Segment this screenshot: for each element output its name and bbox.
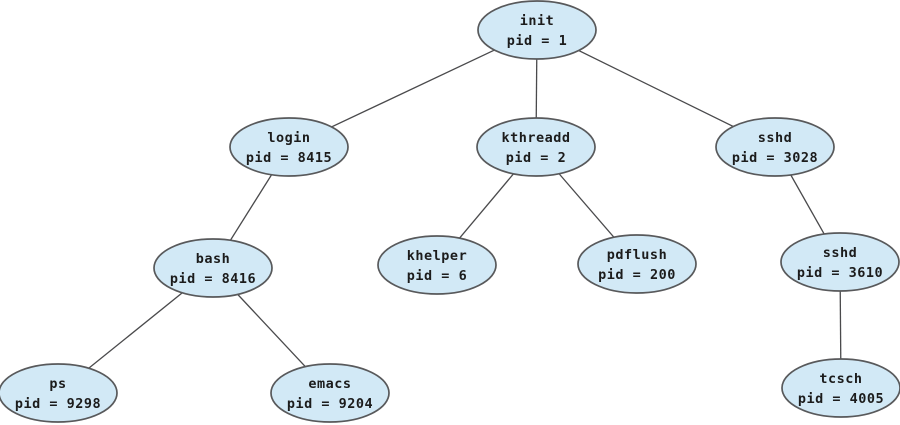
process-pid-label: pid = 9204: [287, 396, 373, 412]
process-node-bash: bash pid = 8416: [153, 238, 273, 298]
node-ellipse-khelper: [377, 235, 497, 295]
edges-layer: [57, 29, 842, 394]
node-ellipse-tcsch: [781, 358, 900, 418]
process-name-label: bash: [196, 251, 231, 267]
process-pid-label: pid = 1: [507, 33, 567, 49]
process-node-sshd-3610: sshd pid = 3610: [780, 232, 900, 292]
node-ellipse-kthreadd: [476, 117, 596, 177]
process-name-label: login: [267, 130, 310, 146]
process-name-label: khelper: [407, 248, 467, 264]
process-node-ps: ps pid = 9298: [0, 363, 118, 423]
process-pid-label: pid = 9298: [15, 396, 101, 412]
process-pid-label: pid = 200: [598, 267, 676, 283]
process-pid-label: pid = 6: [407, 268, 467, 284]
process-name-label: kthreadd: [501, 130, 570, 146]
node-ellipse-emacs: [270, 363, 390, 423]
process-pid-label: pid = 8415: [246, 150, 332, 166]
process-name-label: ps: [49, 376, 66, 392]
process-node-init: init pid = 1: [477, 0, 597, 60]
process-pid-label: pid = 8416: [170, 271, 256, 287]
process-pid-label: pid = 4005: [798, 391, 884, 407]
node-ellipse-ps: [0, 363, 118, 423]
process-node-login: login pid = 8415: [229, 117, 349, 177]
process-node-emacs: emacs pid = 9204: [270, 363, 390, 423]
node-ellipse-login: [229, 117, 349, 177]
process-node-tcsch: tcsch pid = 4005: [781, 358, 900, 418]
process-name-label: sshd: [823, 245, 858, 261]
node-ellipse-init: [477, 0, 597, 60]
node-ellipse-sshd-3028: [715, 117, 835, 177]
node-ellipse-bash: [153, 238, 273, 298]
process-pid-label: pid = 3028: [732, 150, 818, 166]
process-node-sshd-3028: sshd pid = 3028: [715, 117, 835, 177]
node-ellipse-pdflush: [577, 234, 697, 294]
process-node-khelper: khelper pid = 6: [377, 235, 497, 295]
process-name-label: sshd: [758, 130, 793, 146]
process-name-label: tcsch: [819, 371, 862, 387]
process-pid-label: pid = 2: [506, 150, 566, 166]
process-name-label: init: [520, 13, 555, 29]
process-name-label: emacs: [308, 376, 351, 392]
node-ellipse-sshd-3610: [780, 232, 900, 292]
process-pid-label: pid = 3610: [797, 265, 883, 281]
process-name-label: pdflush: [607, 247, 667, 263]
process-node-kthreadd: kthreadd pid = 2: [476, 117, 596, 177]
process-node-pdflush: pdflush pid = 200: [577, 234, 697, 294]
